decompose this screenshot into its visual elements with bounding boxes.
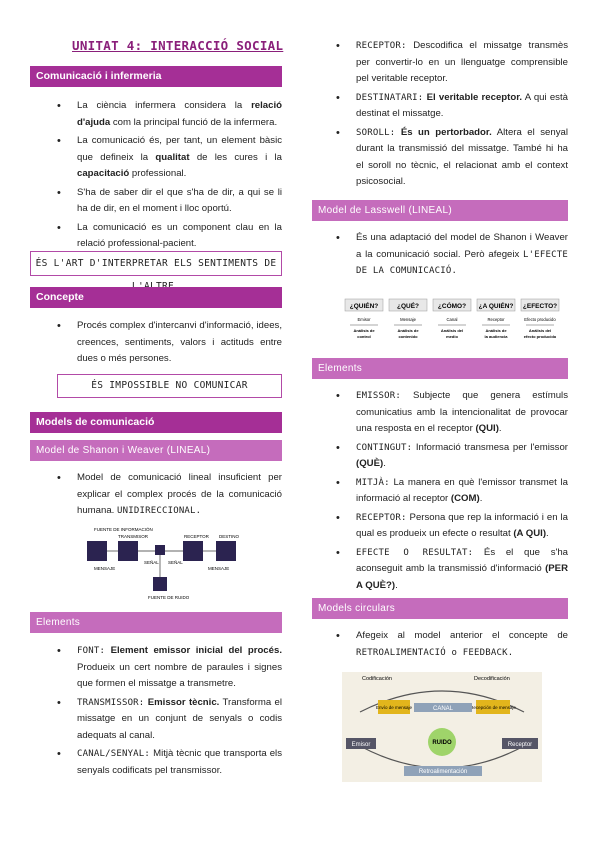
diagram-label: SEÑAL bbox=[144, 559, 159, 565]
list-item: MITJÀ: La manera en què l'emissor transm… bbox=[336, 475, 568, 508]
lasswell-analysis: Análisis de bbox=[353, 328, 375, 333]
lasswell-analysis: la audiencia bbox=[485, 334, 509, 339]
lasswell-question: ¿A QUIÉN? bbox=[479, 301, 514, 310]
concepte-list: Procés complex d'intercanvi d'informació… bbox=[57, 318, 282, 370]
section-heading-models: Models de comunicació bbox=[30, 412, 282, 433]
envio-label: Envío de mensaje bbox=[376, 705, 413, 710]
codificacion-label: Codificación bbox=[362, 676, 392, 682]
list-item: La ciència infermera considera la relaci… bbox=[57, 98, 282, 131]
lasswell-question: ¿QUÉ? bbox=[397, 301, 419, 310]
diagram-label: MENSAJE bbox=[208, 566, 229, 571]
list-item: La comunicació es un component clau en l… bbox=[57, 220, 282, 253]
list-item: DESTINATARI: El veritable receptor. A qu… bbox=[336, 90, 568, 123]
list-item: EMISSOR: Subjecte que genera estímuls co… bbox=[336, 388, 568, 438]
lasswell-question-box bbox=[520, 298, 560, 312]
emisor-label: Emisor bbox=[352, 742, 371, 748]
retro-label: Retroalimentación bbox=[419, 769, 467, 775]
retro-box bbox=[404, 766, 482, 776]
list-item: TRANSMISSOR: Emissor tècnic. Transforma … bbox=[57, 695, 282, 745]
diagram-label: SEÑAL bbox=[168, 559, 183, 565]
list-item: Procés complex d'intercanvi d'informació… bbox=[57, 318, 282, 368]
list-item: La comunicació és, per tant, un element … bbox=[57, 133, 282, 183]
subheading-circulars: Models circulars bbox=[312, 598, 568, 619]
lasswell-analysis: Análisis de bbox=[485, 328, 507, 333]
lasswell-term: Canal bbox=[447, 317, 458, 322]
section-heading-concepte: Concepte bbox=[30, 287, 282, 308]
diagram-box bbox=[216, 541, 236, 561]
list-item: Model de comunicació lineal insuficient … bbox=[57, 470, 282, 520]
lasswell-analysis: Análisis del bbox=[529, 328, 551, 333]
lasswell-term: Mensaje bbox=[400, 317, 416, 322]
recepcion-label: Recepción de mensaje bbox=[470, 705, 516, 710]
shanon-list: Model de comunicació lineal insuficient … bbox=[57, 470, 282, 522]
diagram-label: FUENTE DE RUIDO bbox=[148, 595, 190, 600]
comunicacio-list: La ciència infermera considera la relaci… bbox=[57, 98, 282, 255]
subheading-elements-1: Elements bbox=[30, 612, 282, 633]
section-heading-comunicacio: Comunicació i infermeria bbox=[30, 66, 282, 87]
lasswell-question-box bbox=[432, 298, 472, 312]
ruido-blob bbox=[428, 728, 456, 756]
right-elements-list: RECEPTOR: Descodifica el missatge transm… bbox=[336, 38, 568, 193]
list-item: SOROLL: És un pertorbador. Altera el sen… bbox=[336, 125, 568, 191]
lasswell-question-box bbox=[344, 298, 384, 312]
subheading-shanon-weaver: Model de Shanon i Weaver (LINEAL) bbox=[30, 440, 282, 461]
diagram-box bbox=[183, 541, 203, 561]
circular-model-diagram: Emisor Receptor Codificación Decodificac… bbox=[342, 672, 542, 782]
list-item: FONT: Element emissor inicial del procés… bbox=[57, 643, 282, 693]
diagram-box bbox=[155, 545, 165, 555]
diagram-label: FUENTE DE INFORMACIÓN bbox=[94, 526, 153, 532]
envio-box bbox=[378, 700, 410, 714]
diagram-box bbox=[118, 541, 138, 561]
list-item: RECEPTOR: Persona que rep la informació … bbox=[336, 510, 568, 543]
subheading-lasswell: Model de Lasswell (LINEAL) bbox=[312, 200, 568, 221]
quote-box-art: ÉS L'ART D'INTERPRETAR ELS SENTIMENTS DE… bbox=[30, 251, 282, 292]
receptor-box bbox=[502, 738, 538, 749]
lasswell-term: Emisor bbox=[357, 317, 371, 322]
lasswell-term: Efecto producido bbox=[524, 317, 556, 322]
lasswell-question: ¿CÓMO? bbox=[438, 301, 466, 310]
list-item: S'ha de saber dir el que s'ha de dir, a … bbox=[57, 185, 282, 218]
circulars-list: Afegeix al model anterior el concepte de… bbox=[336, 628, 568, 663]
shanon-weaver-diagram: FUENTE DE INFORMACIÓN TRANSMISOR RECEPTO… bbox=[87, 526, 240, 600]
canal-box bbox=[414, 703, 472, 712]
emisor-box bbox=[346, 738, 376, 749]
diagram-background bbox=[342, 672, 542, 782]
lasswell-question: ¿EFECTO? bbox=[523, 303, 557, 310]
lasswell-analysis: contenido bbox=[398, 334, 418, 339]
lasswell-analysis: medio bbox=[446, 334, 458, 339]
lasswell-question-box bbox=[476, 298, 516, 312]
lasswell-analysis: Análisis de bbox=[397, 328, 419, 333]
decodificacion-label: Decodificación bbox=[474, 676, 510, 682]
page-title: UNITAT 4: INTERACCIÓ SOCIAL bbox=[72, 38, 284, 53]
list-item: EFECTE O RESULTAT: És el que s'ha aconse… bbox=[336, 545, 568, 595]
diagram-noise-box bbox=[153, 577, 167, 591]
diagram-box bbox=[87, 541, 107, 561]
lasswell-analysis: Análisis del bbox=[441, 328, 463, 333]
quote-box-impossible: ÉS IMPOSSIBLE NO COMUNICAR bbox=[57, 374, 282, 398]
list-item: CANAL/SENYAL: Mitjà tècnic que transport… bbox=[57, 746, 282, 779]
diagram-label: DESTINO bbox=[219, 534, 240, 539]
ruido-label: RUIDO bbox=[432, 740, 452, 746]
lasswell-question-box bbox=[388, 298, 428, 312]
diagram-label: MENSAJE bbox=[94, 566, 115, 571]
list-item: És una adaptació del model de Shanon i W… bbox=[336, 230, 568, 280]
subheading-elements-2: Elements bbox=[312, 358, 568, 379]
list-item: Afegeix al model anterior el concepte de… bbox=[336, 628, 568, 661]
lasswell-analysis: control bbox=[357, 334, 371, 339]
elements2-list: EMISSOR: Subjecte que genera estímuls co… bbox=[336, 388, 568, 596]
lasswell-term: Receptor bbox=[488, 317, 506, 322]
lasswell-analysis: efecto producido bbox=[524, 334, 557, 339]
recepcion-box bbox=[476, 700, 510, 714]
receptor-label: Receptor bbox=[508, 742, 532, 748]
elements1-list: FONT: Element emissor inicial del procés… bbox=[57, 643, 282, 781]
lasswell-list: És una adaptació del model de Shanon i W… bbox=[336, 230, 568, 282]
list-item: RECEPTOR: Descodifica el missatge transm… bbox=[336, 38, 568, 88]
diagram-label: TRANSMISOR bbox=[118, 534, 149, 539]
canal-label: CANAL bbox=[433, 706, 454, 712]
diagram-label: RECEPTOR bbox=[184, 534, 210, 539]
lasswell-question: ¿QUIÉN? bbox=[350, 301, 379, 310]
list-item: CONTINGUT: Informació transmesa per l'em… bbox=[336, 440, 568, 473]
